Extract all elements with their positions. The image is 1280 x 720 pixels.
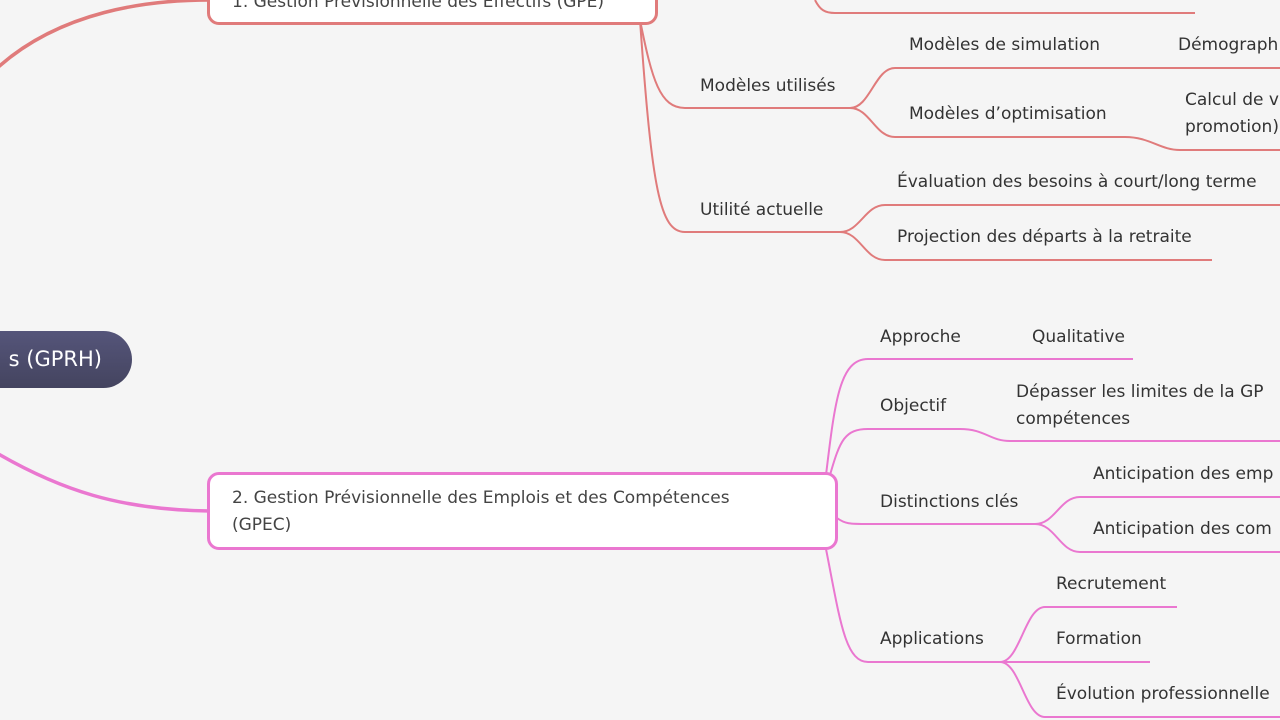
node-calcul-line2[interactable]: promotion): [1185, 117, 1279, 137]
node-evaluation-besoins[interactable]: Évaluation des besoins à court/long term…: [897, 172, 1257, 192]
connector-applications: [825, 548, 1000, 663]
node-distinctions-cles[interactable]: Distinctions clés: [880, 492, 1019, 512]
node-evolution-professionnelle[interactable]: Évolution professionnelle: [1056, 684, 1270, 704]
connector-approche: [825, 358, 1133, 476]
connector-emplois: [1034, 496, 1280, 525]
central-topic[interactable]: s (GPRH): [0, 331, 132, 388]
node-qualitative[interactable]: Qualitative: [1032, 327, 1126, 347]
node-utilite-actuelle[interactable]: Utilité actuelle: [700, 200, 824, 220]
connector-competences: [1034, 523, 1280, 553]
node-recrutement[interactable]: Recrutement: [1056, 574, 1167, 594]
connector-evolution: [999, 661, 1280, 718]
connector-projection: [839, 231, 1212, 261]
node-calcul-line1[interactable]: Calcul de v: [1185, 90, 1279, 110]
node-applications[interactable]: Applications: [880, 629, 984, 649]
topic-gpe[interactable]: 1. Gestion Prévisionnelle des Effectifs …: [207, 0, 658, 25]
node-modeles-utilises[interactable]: Modèles utilisés: [700, 76, 836, 96]
node-demographie[interactable]: Démograph: [1178, 35, 1279, 55]
node-formation[interactable]: Formation: [1056, 629, 1142, 649]
node-modeles-optimisation[interactable]: Modèles d’optimisation: [909, 104, 1107, 124]
connector-central-to-gpe: [0, 0, 211, 69]
node-objectif-line1[interactable]: Dépasser les limites de la GP: [1016, 382, 1264, 402]
connector-distinctions: [836, 517, 1035, 525]
connector-utilite: [639, 19, 840, 233]
node-modeles-simulation[interactable]: Modèles de simulation: [909, 35, 1101, 55]
node-approche[interactable]: Approche: [880, 327, 961, 347]
connector-modeles: [639, 19, 850, 109]
connector-objectif: [829, 428, 1280, 476]
node-objectif-line2[interactable]: compétences: [1016, 409, 1131, 429]
node-anticipation-emplois[interactable]: Anticipation des emp: [1093, 464, 1274, 484]
node-objectif[interactable]: Objectif: [880, 396, 947, 416]
connector-recrutement: [999, 606, 1177, 663]
connector-evaluation: [839, 204, 1280, 233]
topic-gpec-line2: (GPEC): [232, 515, 292, 535]
node-projection-departs[interactable]: Projection des départs à la retraite: [897, 227, 1192, 247]
connector-simulation: [849, 67, 1280, 109]
topic-gpec-line1: 2. Gestion Prévisionnelle des Emplois et…: [232, 488, 730, 508]
node-anticipation-competences[interactable]: Anticipation des com: [1093, 519, 1272, 539]
topic-gpec[interactable]: 2. Gestion Prévisionnelle des Emplois et…: [207, 472, 838, 550]
connector-central-to-gpec: [0, 452, 211, 513]
connector-top-clipped: [814, 0, 1195, 14]
connector-optimisation: [849, 107, 1280, 151]
